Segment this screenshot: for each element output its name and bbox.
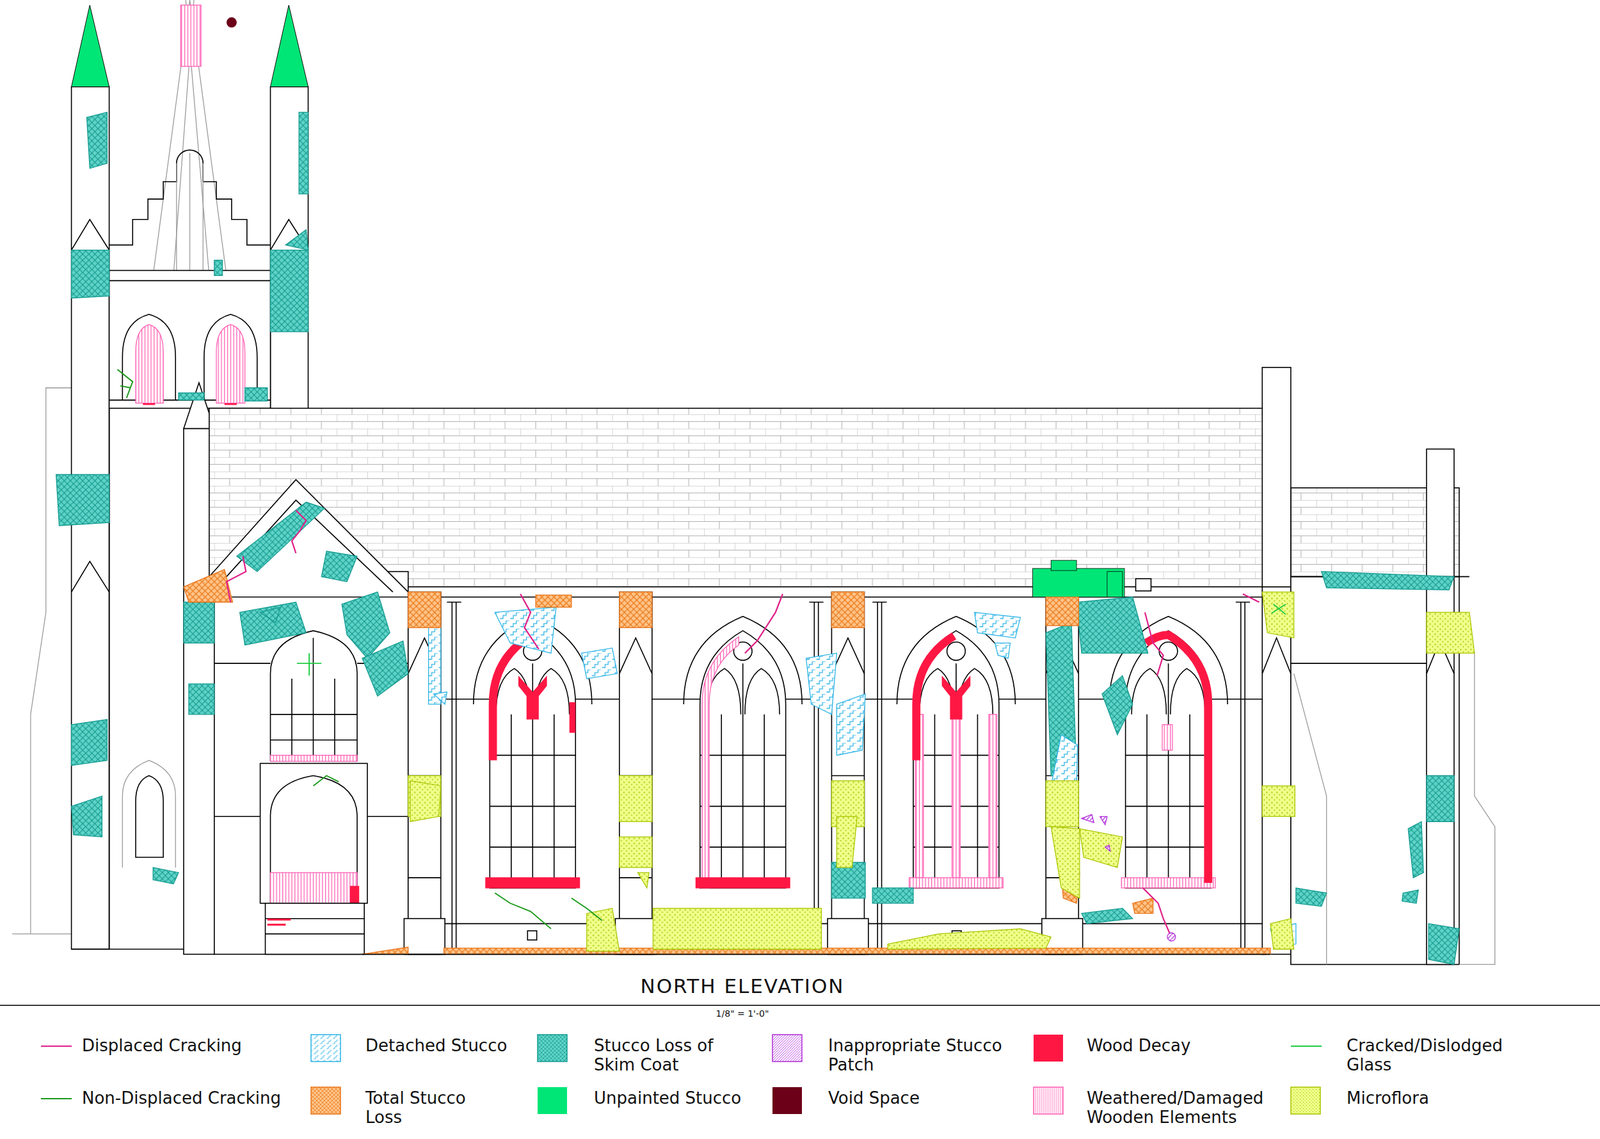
legend-label: Detached Stucco <box>365 1035 526 1055</box>
legend-label: Wood Decay <box>1086 1035 1279 1055</box>
legend-label: Stucco Loss of Skim Coat <box>593 1035 758 1075</box>
legend-swatch <box>1033 1034 1064 1062</box>
legend-line-sample <box>40 1097 72 1099</box>
legend-label: Displaced Cracking <box>81 1035 326 1055</box>
legend-label: Cracked/Dislodged Glass <box>1346 1035 1539 1075</box>
legend-label: Unpainted Stucco <box>593 1088 758 1108</box>
legend-swatch <box>772 1086 802 1114</box>
legend-label: Microflora <box>1346 1088 1539 1108</box>
legend-line-sample <box>1290 1045 1322 1047</box>
legend-label: Inappropriate Stucco Patch <box>828 1035 1030 1075</box>
legend-label: Weathered/Damaged Wooden Elements <box>1086 1088 1279 1128</box>
legend-pattern-sample <box>772 1034 802 1062</box>
legend-pattern-sample <box>1033 1086 1064 1114</box>
legend-pattern-sample <box>1290 1086 1321 1114</box>
legend-label: Void Space <box>828 1088 1030 1108</box>
legend-swatch <box>537 1086 568 1114</box>
legend-pattern-sample <box>311 1086 341 1114</box>
drawing-title: NORTH ELEVATION <box>0 974 1485 998</box>
legend-label: Non-Displaced Cracking <box>81 1088 326 1108</box>
legend-line-sample <box>40 1045 72 1047</box>
scale-label: 1/8" = 1'-0" <box>0 1008 1485 1019</box>
legend-pattern-sample <box>311 1034 341 1062</box>
legend-pattern-sample <box>537 1034 568 1062</box>
legend-label: Total Stucco Loss <box>365 1088 500 1128</box>
